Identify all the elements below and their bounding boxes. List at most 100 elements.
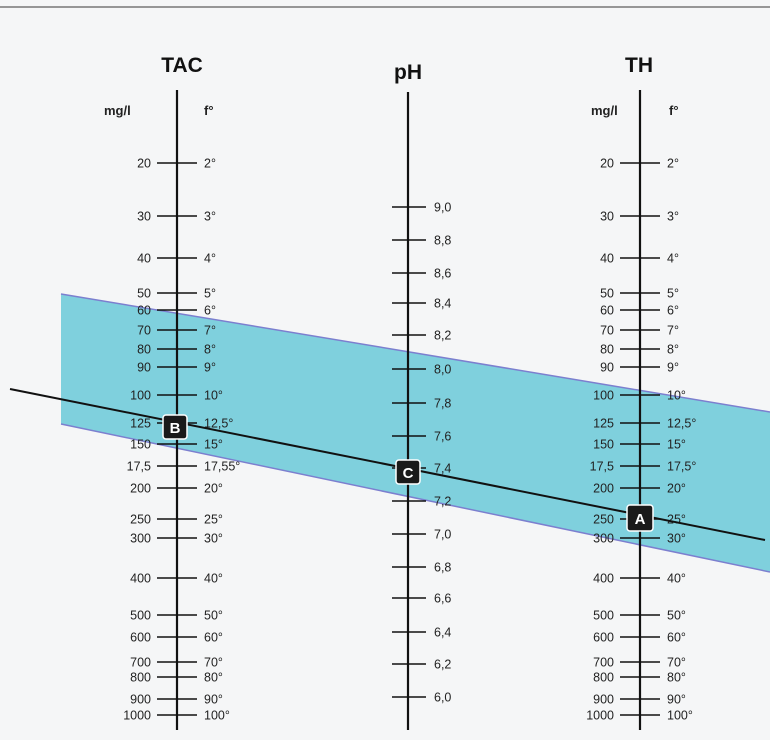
th-mgl-label: 100 <box>593 389 614 403</box>
tac-mgl-label: 90 <box>137 361 151 375</box>
tac-f-label: 8° <box>204 343 216 357</box>
tac-f-label: 90° <box>204 693 223 707</box>
th-mgl-label: 250 <box>593 513 614 527</box>
th-f-label: 12,5° <box>667 417 696 431</box>
ph-label: 8,4 <box>434 297 451 311</box>
tac-f-label: 30° <box>204 532 223 546</box>
marker-a: A <box>626 504 654 532</box>
th-mgl-label: 900 <box>593 693 614 707</box>
tac-f-label: 12,5° <box>204 417 233 431</box>
tac-f-label: 17,55° <box>204 460 240 474</box>
ph-label: 8,8 <box>434 234 451 248</box>
th-mgl-label: 30 <box>600 210 614 224</box>
th-f-label: 4° <box>667 252 679 266</box>
ph-label: 7,4 <box>434 462 451 476</box>
tac-mgl-label: 20 <box>137 157 151 171</box>
th-mgl-label: 70 <box>600 324 614 338</box>
tac-f-label: 5° <box>204 287 216 301</box>
tac-f-label: 9° <box>204 361 216 375</box>
ph-label: 8,6 <box>434 267 451 281</box>
tac-mgl-label: 50 <box>137 287 151 301</box>
th-mgl-label: 500 <box>593 609 614 623</box>
ph-label: 6,4 <box>434 626 451 640</box>
tac-mgl-label: 100 <box>130 389 151 403</box>
th-f-label: 40° <box>667 572 686 586</box>
ph-label: 9,0 <box>434 201 451 215</box>
tac-mgl-label: 60 <box>137 304 151 318</box>
th-mgl-label: 150 <box>593 438 614 452</box>
marker-c-label: C <box>403 465 414 482</box>
tac-f-label: 2° <box>204 157 216 171</box>
ph-label: 6,0 <box>434 691 451 705</box>
th-unit-mgl: mg/l <box>591 103 618 118</box>
th-mgl-label: 400 <box>593 572 614 586</box>
marker-c-box <box>395 459 421 485</box>
th-f-label: 30° <box>667 532 686 546</box>
tac-mgl-label: 17,5 <box>127 460 151 474</box>
tac-mgl-label: 700 <box>130 656 151 670</box>
th-f-label: 9° <box>667 361 679 375</box>
ph-label: 7,2 <box>434 495 451 509</box>
ph-title: pH <box>394 61 422 84</box>
marker-a-label: A <box>635 511 646 528</box>
ph-scale: 9,08,88,68,48,28,07,87,67,47,27,06,86,66… <box>392 201 451 705</box>
th-f-label: 70° <box>667 656 686 670</box>
tac-mgl-label: 150 <box>130 438 151 452</box>
tac-mgl-label: 70 <box>137 324 151 338</box>
th-f-label: 15° <box>667 438 686 452</box>
tac-f-label: 40° <box>204 572 223 586</box>
equilibrium-band-top-edge <box>60 293 770 413</box>
tac-mgl-label: 800 <box>130 671 151 685</box>
tac-mgl-label: 600 <box>130 631 151 645</box>
th-f-label: 50° <box>667 609 686 623</box>
tac-f-label: 60° <box>204 631 223 645</box>
th-f-label: 20° <box>667 482 686 496</box>
tac-f-label: 20° <box>204 482 223 496</box>
th-mgl-label: 1000 <box>586 709 614 723</box>
tac-f-label: 4° <box>204 252 216 266</box>
ph-label: 8,0 <box>434 363 451 377</box>
th-f-label: 7° <box>667 324 679 338</box>
tac-mgl-label: 1000 <box>123 709 151 723</box>
tac-f-label: 50° <box>204 609 223 623</box>
marker-b-label: B <box>170 420 181 437</box>
th-f-label: 100° <box>667 709 693 723</box>
tac-f-label: 70° <box>204 656 223 670</box>
th-mgl-label: 300 <box>593 532 614 546</box>
tac-title: TAC <box>161 54 203 77</box>
th-mgl-label: 90 <box>600 361 614 375</box>
marker-a-box <box>626 504 654 532</box>
tac-mgl-label: 300 <box>130 532 151 546</box>
tac-mgl-label: 125 <box>130 417 151 431</box>
th-mgl-label: 20 <box>600 157 614 171</box>
th-f-label: 8° <box>667 343 679 357</box>
th-mgl-label: 17,5 <box>590 460 614 474</box>
ph-label: 7,6 <box>434 430 451 444</box>
tac-unit-mgl: mg/l <box>104 103 131 118</box>
th-mgl-label: 60 <box>600 304 614 318</box>
th-mgl-label: 700 <box>593 656 614 670</box>
tac-f-label: 7° <box>204 324 216 338</box>
tac-unit-f: f° <box>204 103 214 118</box>
tac-f-label: 25° <box>204 513 223 527</box>
th-f-label: 5° <box>667 287 679 301</box>
equilibrium-band <box>61 294 770 572</box>
tac-mgl-label: 900 <box>130 693 151 707</box>
th-mgl-label: 600 <box>593 631 614 645</box>
equilibrium-band-bottom-edge <box>60 423 770 573</box>
tac-mgl-label: 250 <box>130 513 151 527</box>
ph-label: 8,2 <box>434 329 451 343</box>
tac-f-label: 3° <box>204 210 216 224</box>
th-mgl-label: 125 <box>593 417 614 431</box>
th-mgl-label: 50 <box>600 287 614 301</box>
th-mgl-label: 800 <box>593 671 614 685</box>
tac-mgl-label: 80 <box>137 343 151 357</box>
tac-f-label: 80° <box>204 671 223 685</box>
th-f-label: 17,5° <box>667 460 696 474</box>
tac-f-label: 6° <box>204 304 216 318</box>
tac-mgl-label: 500 <box>130 609 151 623</box>
ph-label: 7,0 <box>434 528 451 542</box>
